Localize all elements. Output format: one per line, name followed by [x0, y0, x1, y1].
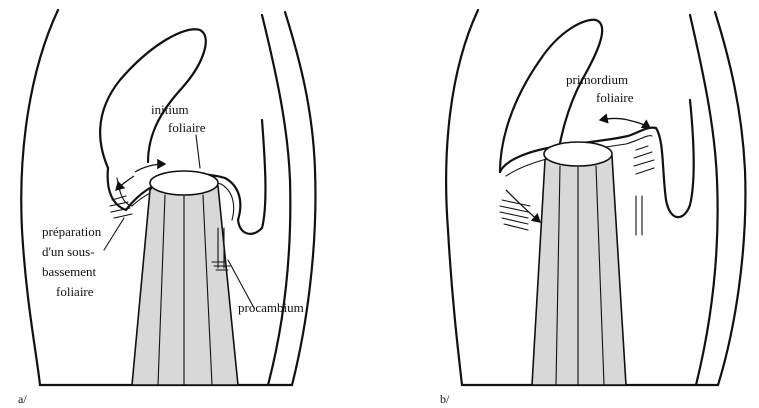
panel-b-right-inner-wall	[690, 15, 718, 385]
panel-b-letter: b/	[440, 392, 450, 406]
panel-b-procambial-column	[532, 147, 626, 385]
label-initium-2: foliaire	[168, 120, 206, 135]
panel-a-letter: a/	[18, 392, 27, 406]
panel-b-right-outer-wall	[715, 12, 745, 385]
label-primordium-2: foliaire	[596, 90, 634, 105]
panel-a-old-leaf	[100, 29, 206, 168]
panel-a-leader-prep	[104, 218, 124, 250]
panel-b-hatching	[500, 200, 530, 230]
label-primordium-1: primordium	[566, 72, 628, 87]
panel-b-primordium-stipple	[634, 146, 654, 174]
panel-b-procambium-strand	[636, 196, 642, 235]
panel-b: primordium foliaire b/	[440, 10, 745, 406]
panel-b-arrow-left	[600, 119, 628, 121]
label-initium-1: initium	[151, 102, 189, 117]
panel-b-column-top	[544, 142, 612, 166]
panel-b-arrow-right	[628, 120, 650, 128]
panel-a-leader-initium	[196, 135, 200, 168]
label-prep-3: bassement	[42, 264, 97, 279]
panel-a-procambial-column	[132, 177, 238, 385]
panel-a-arrow-right	[135, 164, 165, 172]
label-prep-2: d'un sous-	[42, 244, 95, 259]
panel-a-arrow-left	[116, 176, 134, 190]
panel-a-left-outer-wall	[21, 10, 58, 385]
panel-a: initium foliaire préparation d'un sous- …	[18, 10, 315, 406]
label-procambium: procambium	[238, 300, 304, 315]
label-prep-4: foliaire	[56, 284, 94, 299]
panel-b-left-outer-wall	[446, 10, 478, 385]
panel-a-column-top	[150, 171, 218, 195]
label-prep-1: préparation	[42, 224, 102, 239]
